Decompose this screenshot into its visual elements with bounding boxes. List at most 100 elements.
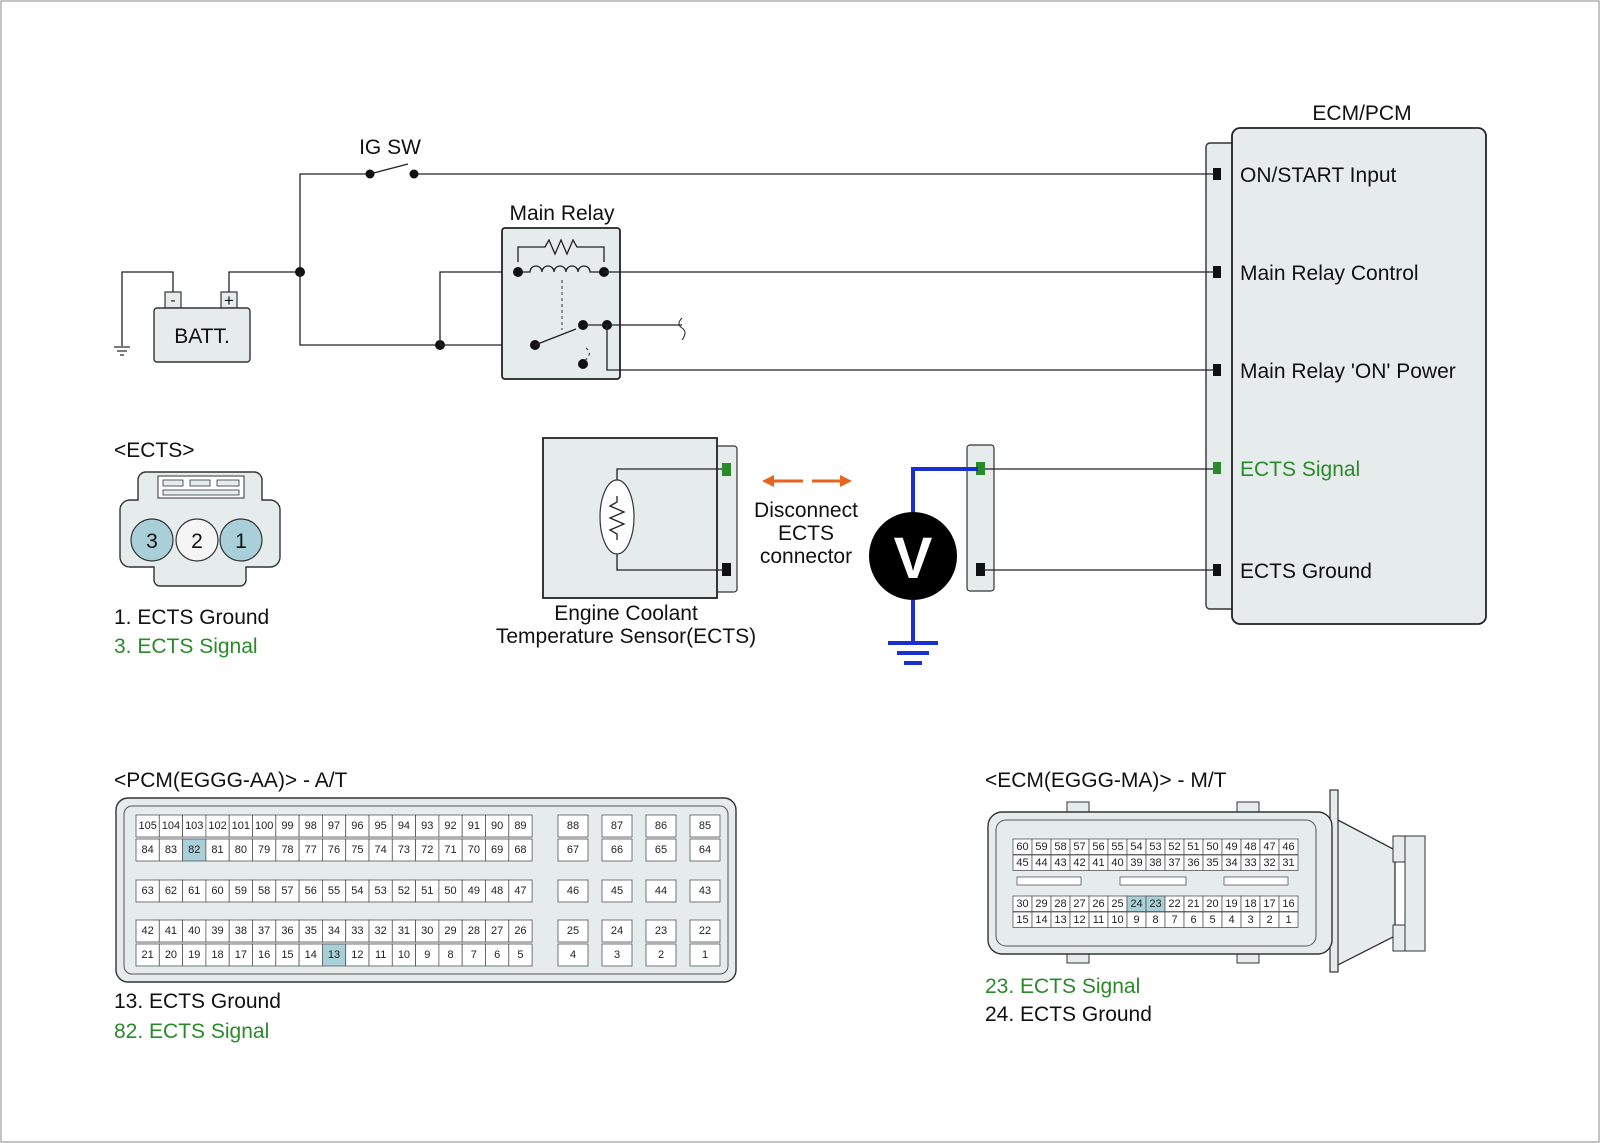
pcm-pin-cell — [557, 919, 589, 943]
pcm-pin-number: 78 — [281, 844, 293, 856]
ects-pin-3-label: 3 — [146, 530, 158, 553]
ecm-mt-pin-number: 26 — [1092, 898, 1104, 910]
disconnect-line3: connector — [760, 545, 852, 568]
pcm-pin-cell — [645, 919, 677, 943]
pcm-pin-number: 72 — [421, 844, 433, 856]
pcm-pin-number: 74 — [375, 844, 387, 856]
ecm-mt-pin-number: 9 — [1133, 914, 1139, 926]
ecm-mt-pin-number: 6 — [1190, 914, 1196, 926]
thermistor — [599, 479, 635, 555]
wire-relay-coil-feed — [439, 271, 518, 345]
battery-neg-sign: - — [171, 292, 176, 309]
voltmeter-body — [869, 512, 957, 600]
pcm-pin-number: 51 — [421, 885, 433, 897]
ecm-mt-pin-number: 20 — [1206, 898, 1218, 910]
pcm-pin-number: 56 — [305, 885, 317, 897]
ecm-mt-pin-number: 58 — [1054, 841, 1066, 853]
pcm-pin-number: 15 — [281, 949, 293, 961]
pcm-pin-number: 3 — [614, 949, 620, 961]
pcm-pin-cell — [689, 814, 721, 838]
ecm-mt-lug-bottom — [1392, 924, 1406, 952]
arrow-left-head — [762, 475, 774, 487]
pcm-pin-number: 101 — [232, 820, 250, 832]
pcm-pin-number: 95 — [375, 820, 387, 832]
ig-sw-label: IG SW — [359, 136, 421, 159]
ecm-mt-pin-number: 30 — [1016, 898, 1028, 910]
pcm-pin-number: 38 — [235, 925, 247, 937]
pcm-pin-number: 65 — [655, 844, 667, 856]
relay-travel-arc — [582, 347, 590, 363]
latch-slot-b — [189, 479, 211, 487]
pcm-pin-number: 34 — [328, 925, 340, 937]
wire-batt-neg — [121, 271, 174, 346]
sensor-pin-signal — [722, 463, 731, 476]
ecm-mt-pin-number: 11 — [1093, 914, 1104, 926]
pcm-pin-cell — [601, 943, 633, 967]
ecm-mt-pin-number: 23 — [1149, 898, 1161, 910]
battery-body — [153, 307, 251, 363]
ecm-mt-pin-number: 44 — [1035, 857, 1047, 869]
pcm-pin-number: 27 — [491, 925, 503, 937]
power-wires: IG SW — [114, 136, 1213, 356]
pcm-pin-number: 59 — [235, 885, 247, 897]
ecm-mt-key-2 — [1119, 876, 1187, 886]
relay-resistor — [517, 238, 605, 262]
pcm-pin-number: 21 — [142, 949, 154, 961]
ecm-mt-pin-number: 42 — [1073, 857, 1085, 869]
pcm-pin-cell — [508, 879, 533, 903]
pcm-pin-number: 42 — [142, 925, 154, 937]
ecm-mt-lug-top — [1392, 835, 1406, 863]
pcm-pin-number: 57 — [281, 885, 293, 897]
ecm-mt-pin-number: 24 — [1130, 898, 1142, 910]
ecm-block: ECM/PCM ON/START Input Main Relay Contro… — [1205, 102, 1487, 625]
pcm-pin-number: 61 — [188, 885, 200, 897]
pcm-pin-cell — [645, 943, 677, 967]
pcm-pin-number: 41 — [165, 925, 177, 937]
pcm-pin-number: 6 — [494, 949, 500, 961]
ecm-mt-pin-number: 47 — [1263, 841, 1275, 853]
relay-coil-node-a — [513, 267, 523, 277]
wire-ig-left — [299, 173, 370, 272]
pcm-pin-number: 69 — [491, 844, 503, 856]
voltmeter: V — [869, 467, 978, 665]
ecm-mt-pin-number: 5 — [1209, 914, 1215, 926]
ecm-mt-pin-number: 59 — [1035, 841, 1047, 853]
pcm-pin-number: 45 — [611, 885, 623, 897]
ects-pin-3 — [130, 518, 174, 562]
pcm-pin-number: 60 — [211, 885, 223, 897]
ecm-mt-pin-number: 13 — [1054, 914, 1066, 926]
pcm-pin-number: 97 — [328, 820, 340, 832]
pcm-pin-number: 22 — [699, 925, 711, 937]
pcm-legend-signal: 82. ECTS Signal — [114, 1020, 269, 1043]
ecm-mt-pin-number: 57 — [1073, 841, 1085, 853]
ig-switch-contact-b — [409, 169, 419, 179]
pcm-pin-number: 36 — [281, 925, 293, 937]
pcm-pin-number: 102 — [208, 820, 226, 832]
pcm-pin-number: 96 — [351, 820, 363, 832]
pcm-pin-number: 24 — [611, 925, 623, 937]
wire-batt-to-relay — [299, 272, 440, 346]
ig-switch-contact-a — [365, 169, 375, 179]
pcm-pin-cell — [601, 838, 633, 862]
pcm-pin-number: 77 — [305, 844, 317, 856]
pcm-pin-number: 67 — [567, 844, 579, 856]
pcm-pin-number: 31 — [398, 925, 410, 937]
pcm-pin-number: 43 — [699, 885, 711, 897]
pcm-pin-number: 73 — [398, 844, 410, 856]
ecm-mt-pin-number: 46 — [1282, 841, 1294, 853]
pcm-pin-cell — [601, 919, 633, 943]
pcm-pin-cell — [557, 879, 589, 903]
ecm-mt-pin-number: 55 — [1111, 841, 1123, 853]
pcm-pin-cell — [557, 814, 589, 838]
ecm-pin-1 — [1213, 168, 1221, 180]
ecm-mt-pin-number: 50 — [1206, 841, 1218, 853]
pcm-pin-number: 63 — [142, 885, 154, 897]
ects-pin-1 — [219, 518, 263, 562]
ecm-mt-pin-number: 10 — [1111, 914, 1123, 926]
pcm-pin-number: 98 — [305, 820, 317, 832]
pcm-pin-number: 28 — [468, 925, 480, 937]
pcm-pin-number: 11 — [375, 949, 386, 961]
ecm-pin-label-main-relay-power: Main Relay 'ON' Power — [1240, 360, 1456, 383]
